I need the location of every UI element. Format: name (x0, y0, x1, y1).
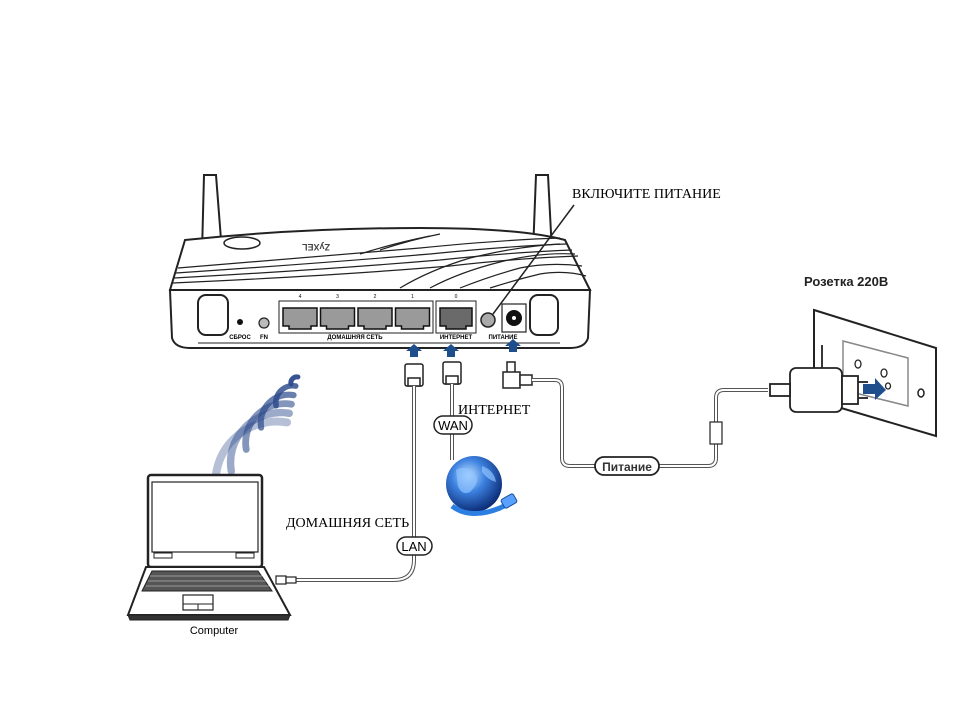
wifi-wave (226, 408, 293, 475)
reset-label: СБРОС (229, 335, 251, 341)
lan-port-3[interactable] (319, 307, 356, 330)
internet-label: ИНТЕРНЕТ (458, 403, 531, 418)
wifi-wave (257, 391, 297, 431)
power-port-label: ПИТАНИЕ (489, 335, 518, 341)
ferrite-bead (709, 421, 723, 445)
lan-port-1[interactable] (394, 307, 431, 330)
svg-text:WAN: WAN (438, 418, 468, 433)
router-top-texture (172, 233, 587, 289)
power-adapter (769, 345, 868, 413)
internet-globe-icon (446, 456, 518, 516)
lan-arrow-icon (406, 344, 422, 357)
fn-button[interactable] (258, 317, 270, 329)
power-cable-tag: Питание (594, 456, 660, 476)
lan-plug (404, 363, 424, 387)
lan-port-number: 2 (374, 294, 377, 300)
internet-port-label: ИНТЕРНЕТ (440, 335, 473, 341)
svg-text:Питание: Питание (602, 460, 652, 474)
wan-plug (442, 361, 462, 385)
lan-port-number: 3 (336, 294, 339, 300)
router: ZyXEL (168, 226, 592, 349)
wan-port[interactable] (439, 307, 473, 330)
lan-port-number: 4 (299, 294, 302, 300)
wifi-wave (288, 374, 301, 387)
home-network-port-label: ДОМАШНЯЯ СЕТЬ (327, 335, 383, 341)
wifi-wave (242, 400, 295, 453)
reset-button[interactable] (237, 319, 243, 325)
power-arrow-icon (505, 339, 521, 352)
wan-tag: WAN (433, 415, 473, 435)
lan-port-2[interactable] (357, 307, 393, 330)
power-button[interactable] (480, 312, 496, 328)
laptop-computer-icon (126, 473, 292, 621)
lan-tag: LAN (396, 536, 433, 556)
outlet-arrow-icon (863, 378, 886, 400)
connection-arrows (406, 339, 521, 357)
power-pointer-line (492, 204, 575, 315)
lan-port-number: 1 (411, 294, 414, 300)
lan-ports: 4 3 2 1 (282, 294, 431, 330)
power-plug (502, 361, 533, 389)
power-cable (532, 378, 768, 468)
svg-text:LAN: LAN (401, 539, 426, 554)
computer-label: Computer (190, 625, 239, 637)
laptop-lan-plug (275, 575, 297, 585)
wan-port-number: 0 (455, 294, 458, 300)
home-network-label: ДОМАШНЯЯ СЕТЬ (286, 516, 409, 531)
outlet-label: Розетка 220В (804, 274, 888, 289)
lan-cable (296, 386, 416, 582)
router-brand: ZyXEL (301, 242, 330, 252)
power-on-label: ВКЛЮЧИТЕ ПИТАНИЕ (572, 187, 721, 202)
fn-label: FN (260, 335, 268, 341)
lan-port-4[interactable] (282, 307, 318, 330)
wan-arrow-icon (443, 344, 459, 357)
